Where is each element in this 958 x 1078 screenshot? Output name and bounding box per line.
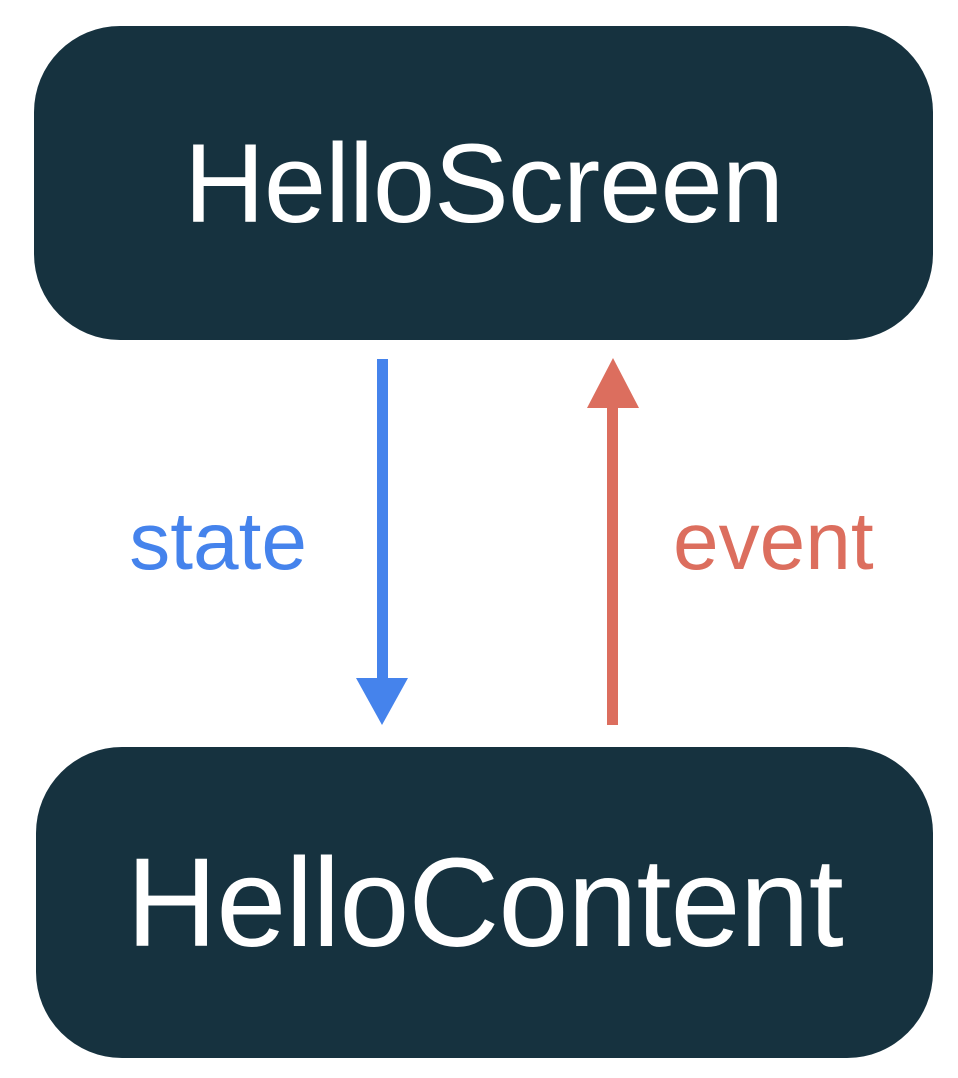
state-arrow-line: [377, 359, 388, 679]
event-edge-label: event: [673, 496, 874, 587]
state-edge-label: state: [129, 496, 307, 587]
event-arrow-line: [607, 406, 618, 725]
node-hello-screen-label: HelloScreen: [183, 120, 784, 246]
node-hello-content: HelloContent: [36, 747, 933, 1058]
arrow-down-icon: [356, 678, 408, 725]
node-hello-screen: HelloScreen: [34, 26, 933, 340]
node-hello-content-label: HelloContent: [126, 832, 843, 973]
arrow-up-icon: [587, 358, 639, 408]
